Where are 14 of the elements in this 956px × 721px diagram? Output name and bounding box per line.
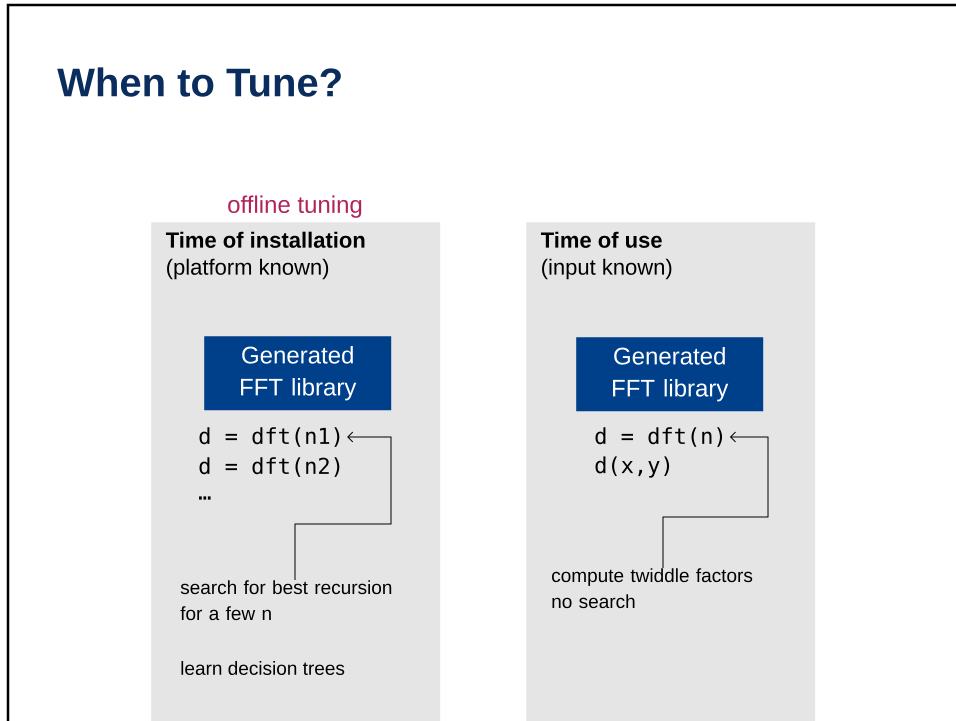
ellipsis: … (199, 496, 211, 500)
code-line: d = dft(n) (596, 427, 722, 447)
note-text: compute twiddle factors no search (552, 568, 752, 608)
slide-title: When to Tune? (57, 67, 341, 97)
code-line: d = dft(n2) (200, 457, 340, 477)
library-box: Generated FFT library (576, 337, 764, 412)
panel-caption: offline tuning (228, 195, 362, 218)
library-box: Generated FFT library (204, 336, 392, 410)
arrow (294, 432, 392, 580)
note-text: learn decision trees (182, 661, 344, 675)
note-text: search for best recursion for a few n (180, 580, 392, 620)
code-line: d(x,y) (596, 456, 670, 478)
code-line: d = dft(n1) (200, 427, 340, 447)
arrow (662, 432, 768, 568)
